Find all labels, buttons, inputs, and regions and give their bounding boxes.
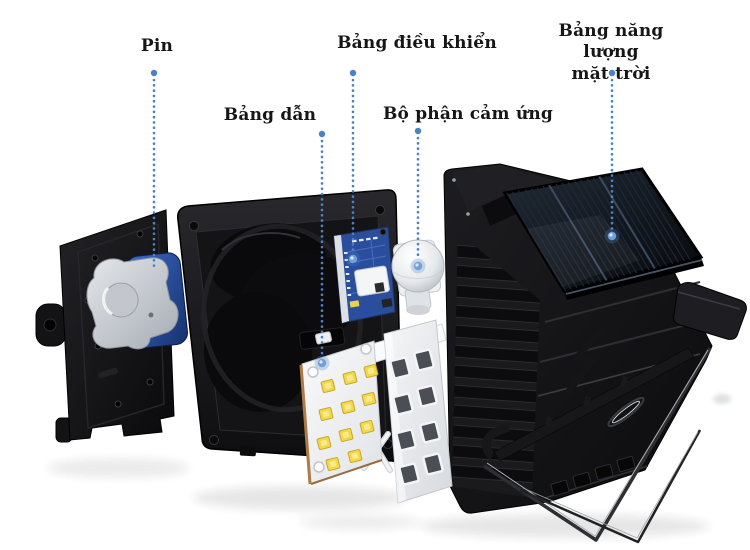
leader-control-board — [345, 69, 361, 267]
pcb-relay — [354, 265, 390, 297]
leader-led-board — [314, 130, 330, 371]
label-led-board: Bảng dẫn — [223, 105, 317, 125]
label-control-board: Bảng điều khiển — [337, 33, 497, 53]
mounting-flap — [673, 282, 747, 340]
solar-panel — [502, 167, 704, 300]
leader-sensor — [410, 127, 426, 274]
control-pcb — [333, 226, 396, 324]
leader-solar-panel — [604, 69, 620, 244]
label-sensor: Bộ phận cảm ứng — [382, 104, 554, 124]
leader-battery — [150, 69, 158, 272]
floor-reflections — [46, 394, 731, 538]
label-solar-panel: Bảng năng lượng mặt trời — [558, 21, 664, 84]
label-battery: Pin — [140, 36, 174, 56]
wire-brackets — [482, 326, 712, 544]
callout-leaders — [150, 69, 620, 371]
battery-assembly — [86, 252, 188, 350]
led-board — [299, 340, 383, 485]
